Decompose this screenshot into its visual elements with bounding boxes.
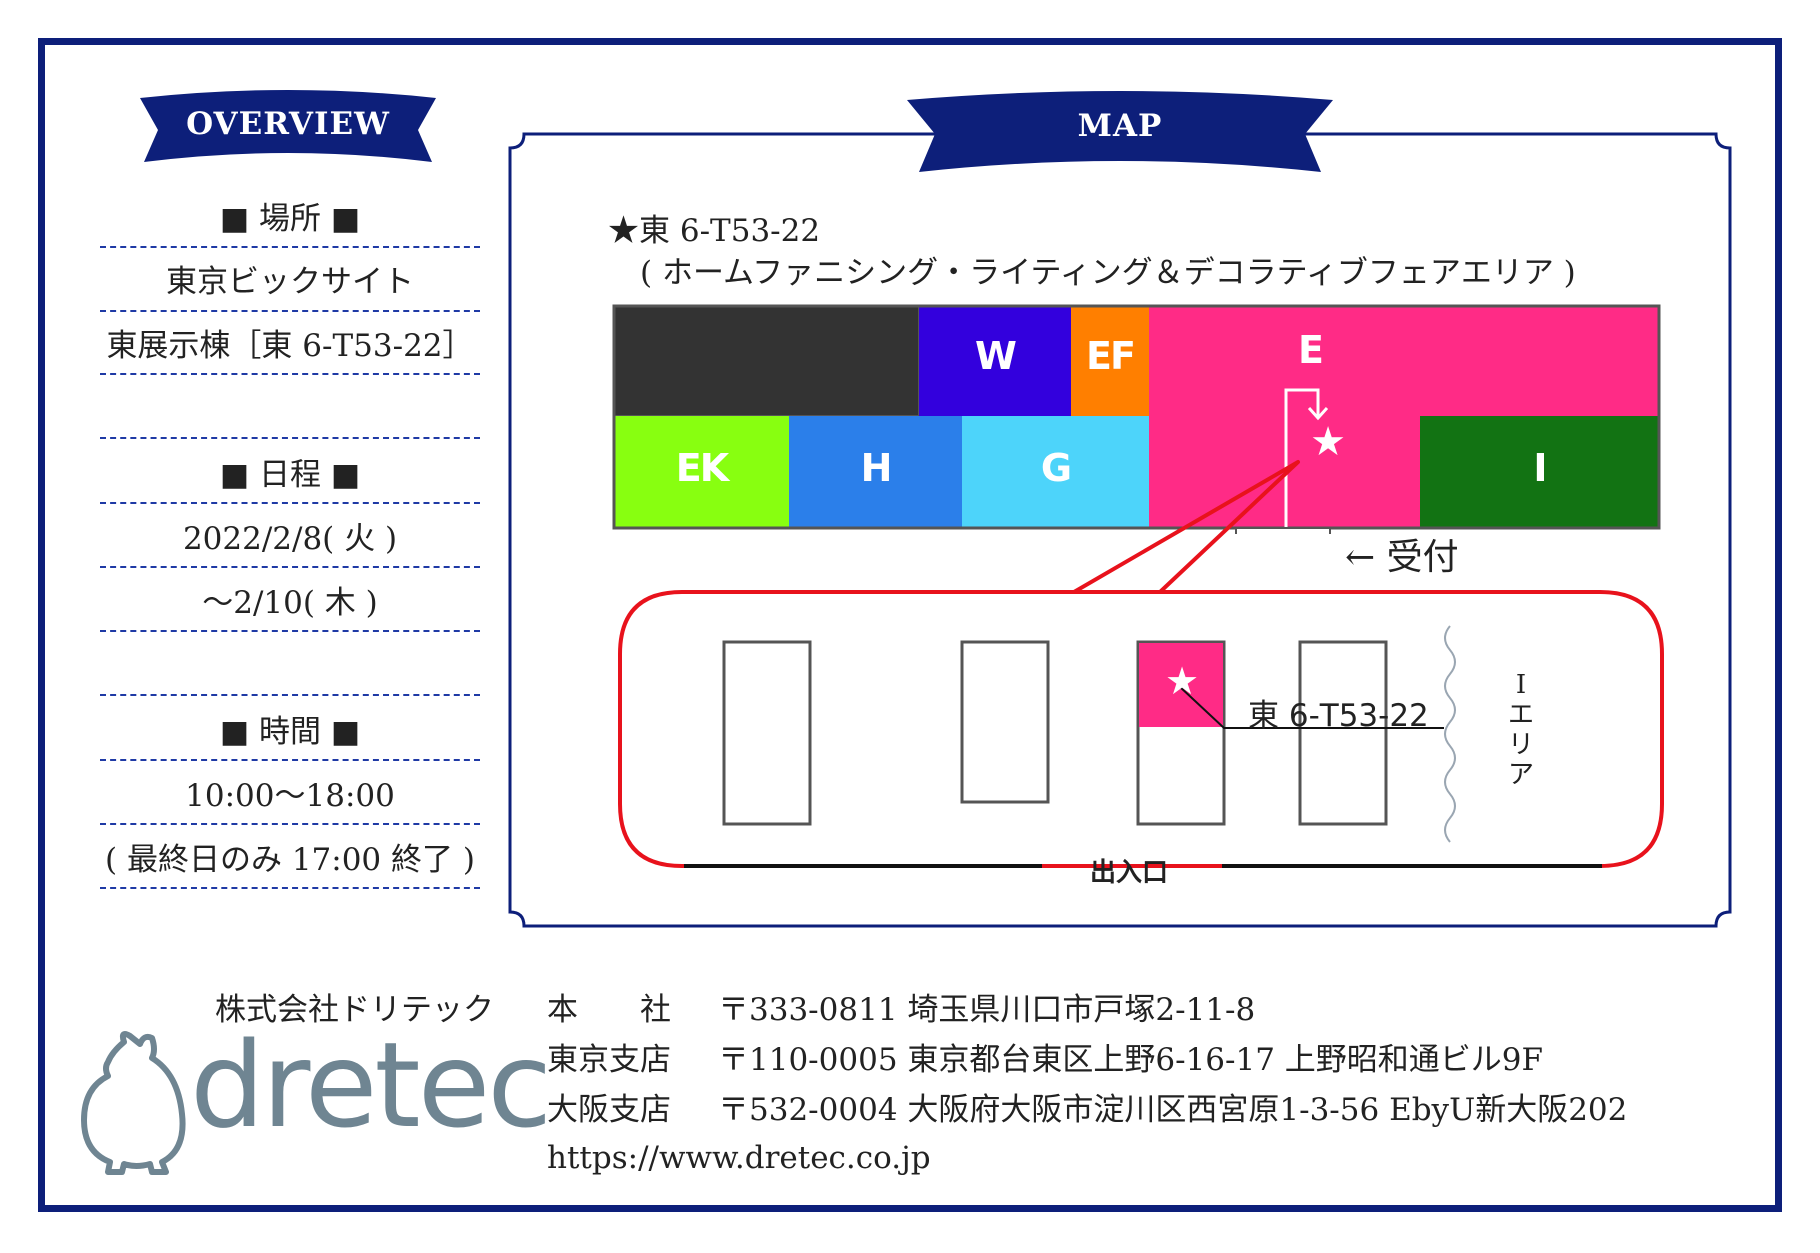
booth-star-icon: ★	[1310, 419, 1346, 465]
zone-ef	[1071, 306, 1149, 416]
map-ribbon	[907, 91, 1333, 172]
detail-booth-label: 東 6-T53-22	[1248, 698, 1429, 734]
divider	[100, 887, 480, 889]
divider	[100, 310, 480, 312]
zone-i	[1420, 416, 1659, 528]
zone-label-i: I	[1533, 446, 1547, 490]
cat-mascot-icon	[81, 1031, 186, 1175]
divider	[100, 630, 480, 632]
website-link[interactable]: https://www.dretec.co.jp	[547, 1140, 931, 1176]
page-frame	[38, 38, 1782, 1212]
zone-dark	[613, 305, 920, 417]
zone-label-e: E	[1298, 328, 1324, 372]
divider	[100, 823, 480, 825]
time-note: ( 最終日のみ 17:00 終了 )	[105, 842, 475, 878]
booth-leader-line	[1178, 685, 1444, 729]
time-range: 10:00～18:00	[185, 778, 395, 814]
date-heading: ■ 日程 ■	[219, 457, 361, 493]
divider	[100, 246, 480, 248]
route-arrowhead	[1307, 406, 1329, 421]
divider	[100, 759, 480, 761]
divider	[100, 373, 480, 375]
company-logo: dretec	[190, 1016, 552, 1154]
zone-label-w: W	[975, 334, 1017, 378]
reception-label: ← 受付	[1345, 537, 1459, 578]
hall-map	[612, 304, 1661, 534]
date-start: 2022/2/8( 火 )	[182, 521, 398, 557]
zone-ek	[614, 416, 789, 528]
map-panel-frame	[508, 132, 1732, 928]
date-end: ～2/10( 木 )	[202, 585, 378, 621]
venue-name: 東京ビックサイト	[166, 264, 414, 300]
booth-title: ★東 6-T53-22	[608, 213, 821, 249]
hall-outline	[612, 304, 1661, 530]
location-heading: ■ 場所 ■	[219, 201, 361, 237]
divider	[100, 566, 480, 568]
divider	[100, 437, 480, 439]
reception-box	[1235, 527, 1331, 534]
zone-label-g: G	[1040, 446, 1072, 490]
office-name-osaka: 大阪支店	[547, 1092, 671, 1128]
time-heading: ■ 時間 ■	[219, 714, 361, 750]
office-name-hq: 本 社	[547, 992, 671, 1028]
overview-ribbon-label: OVERVIEW	[186, 106, 390, 142]
office-address-osaka: 〒532-0004 大阪府大阪市淀川区西宮原1-3-56 EbyU新大阪202	[718, 1092, 1628, 1128]
area-name: ( ホームファニシング・ライティング＆デコラティブフェアエリア )	[640, 255, 1576, 291]
office-address-hq: 〒333-0811 埼玉県川口市戸塚2-11-8	[718, 992, 1256, 1028]
booth-detail-map	[684, 625, 1602, 868]
map-ribbon-label: MAP	[1077, 108, 1163, 144]
area-boundary	[1444, 625, 1456, 843]
zone-h	[789, 416, 962, 528]
divider	[100, 694, 480, 696]
zone-label-h: H	[860, 446, 893, 490]
zone-g	[962, 416, 1149, 528]
office-name-tokyo: 東京支店	[547, 1042, 671, 1078]
hall-booth: 東展示棟［東 6-T53-22］	[106, 328, 474, 364]
entrance-label: 出入口	[1090, 858, 1169, 888]
company-name: 株式会社ドリテック	[215, 992, 494, 1028]
booth-block-1	[722, 640, 812, 826]
booth-block-4	[1298, 640, 1388, 826]
zone-label-ef: EF	[1086, 334, 1136, 378]
zone-w	[919, 306, 1071, 416]
office-address-tokyo: 〒110-0005 東京都台東区上野6-16-17 上野昭和通ビル9F	[718, 1042, 1544, 1078]
overview-ribbon	[140, 90, 436, 162]
area-i-label: I エ リ ア	[1507, 670, 1534, 790]
divider	[100, 502, 480, 504]
detail-star-icon: ★	[1164, 659, 1200, 703]
booth-block-2	[960, 640, 1050, 804]
route-arrow	[1284, 388, 1320, 528]
zone-label-ek: EK	[675, 446, 729, 490]
